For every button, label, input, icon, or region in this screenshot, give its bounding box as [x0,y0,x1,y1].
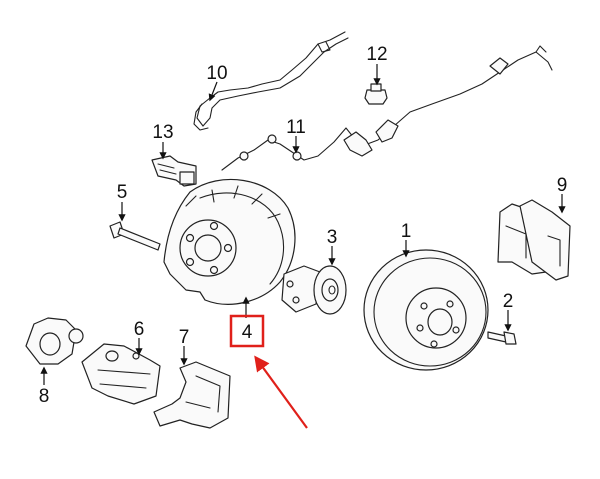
brake-rotor-part [363,249,489,371]
callout-5: 5 [117,182,128,203]
callout-11: 11 [286,117,306,138]
brake-pads-part [497,199,571,281]
highlight-callout: 4 [229,314,308,429]
callout-labels: 1 2 3 5 6 7 8 9 10 11 12 13 [39,44,568,407]
brake-line-part [193,31,349,131]
callout-1: 1 [401,221,412,242]
caliper-part [81,343,161,405]
rotor-screw-part [487,331,517,345]
callout-10: 10 [206,63,227,84]
sensor-cable-part [221,45,553,171]
leader-lines [40,64,566,385]
callout-13: 13 [152,122,173,143]
callout-9: 9 [557,175,568,196]
hub-bearing-part [281,265,347,315]
clip-part [364,83,388,105]
splash-shield-part [163,178,296,305]
callout-12: 12 [366,44,387,65]
shield-bolt-part [109,221,161,251]
callout-2: 2 [503,291,514,312]
parking-brake-actuator-part [25,317,84,365]
bracket-connector-part [151,155,197,187]
caliper-bracket-part [153,361,231,429]
highlight-arrow [254,355,308,429]
callout-6: 6 [134,319,145,340]
callout-7: 7 [179,327,190,348]
callout-3: 3 [327,227,338,248]
highlight-box [229,314,265,348]
callout-4: 4 [242,322,253,343]
callout-8: 8 [39,386,50,407]
